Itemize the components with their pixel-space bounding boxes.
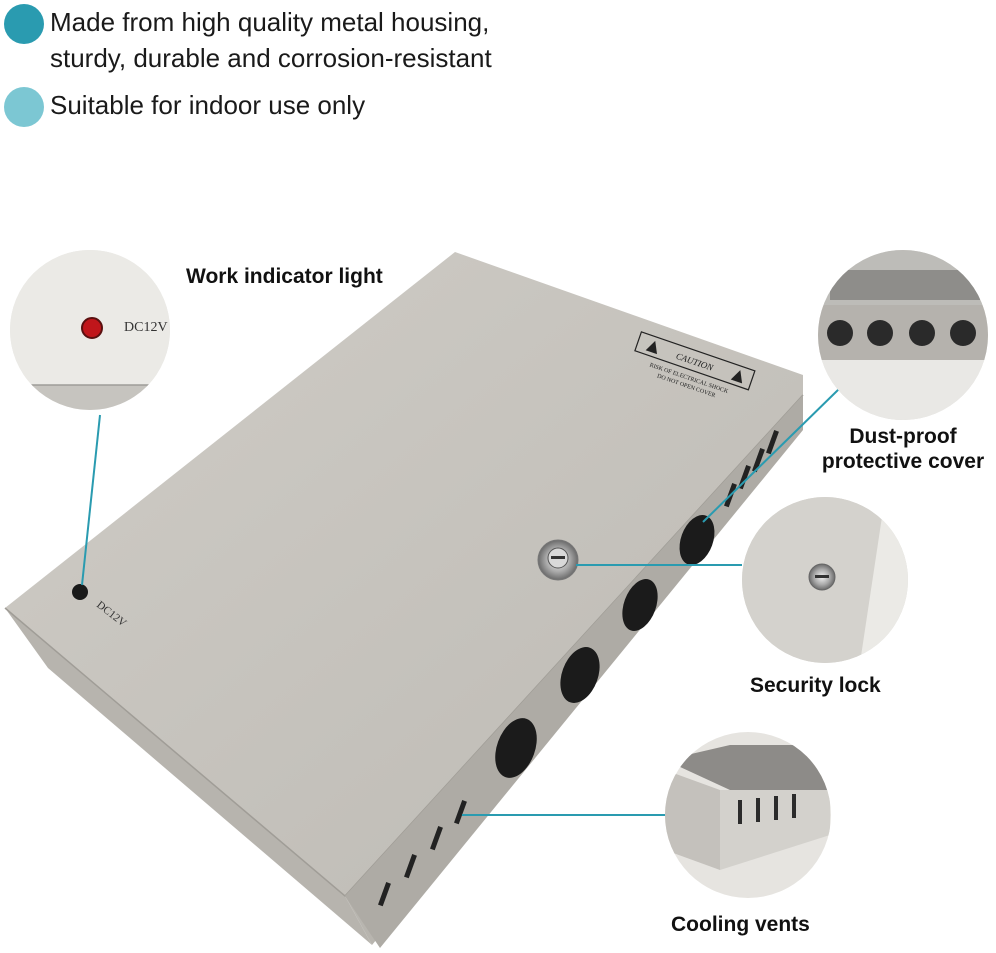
indicator-light <box>72 584 88 600</box>
bullet-text: Suitable for indoor use only <box>50 87 365 123</box>
zoom-dc-label: DC12V <box>124 320 168 335</box>
callout-vents-photo <box>665 732 831 898</box>
cable-hole <box>679 514 715 566</box>
box-left-edge <box>5 608 372 945</box>
leader-line-dust <box>702 387 841 523</box>
callout-lock-photo <box>742 497 908 663</box>
callout-dust-cover-photo <box>818 250 988 420</box>
indicator-red-icon <box>81 317 103 339</box>
power-supply-box: CAUTION RISK OF ELECTRICAL SHOCK DO NOT … <box>4 252 804 948</box>
callout-label-dust-cover: Dust-proof protective cover <box>810 424 996 474</box>
bullet-line: Suitable for indoor use only <box>50 90 366 120</box>
callout-label-security-lock: Security lock <box>750 674 881 697</box>
bullet-dot-icon <box>4 87 44 127</box>
callout-work-light-photo: DC12V <box>10 250 170 410</box>
cable-hole <box>495 718 537 778</box>
callout-label-work-light: Work indicator light <box>186 265 383 288</box>
cable-hole <box>622 579 658 631</box>
callout-label-cooling-vents: Cooling vents <box>671 913 810 936</box>
leader-lines <box>81 387 841 816</box>
bullet-text: Made from high quality metal housing, st… <box>50 4 492 76</box>
bullet-dot-icon <box>4 4 44 44</box>
feature-bullet-indoor: Suitable for indoor use only <box>4 87 365 127</box>
feature-bullet-housing: Made from high quality metal housing, st… <box>4 4 492 76</box>
cable-hole <box>560 647 600 703</box>
callout-label-line: Dust-proof <box>849 425 957 448</box>
callout-label-line: protective cover <box>821 450 985 473</box>
security-lock <box>537 539 579 581</box>
box-top-face <box>5 252 803 896</box>
bullet-line: sturdy, durable and corrosion-resistant <box>50 43 492 73</box>
leader-line-work <box>81 414 101 586</box>
bullet-line: Made from high quality metal housing, <box>50 7 490 37</box>
